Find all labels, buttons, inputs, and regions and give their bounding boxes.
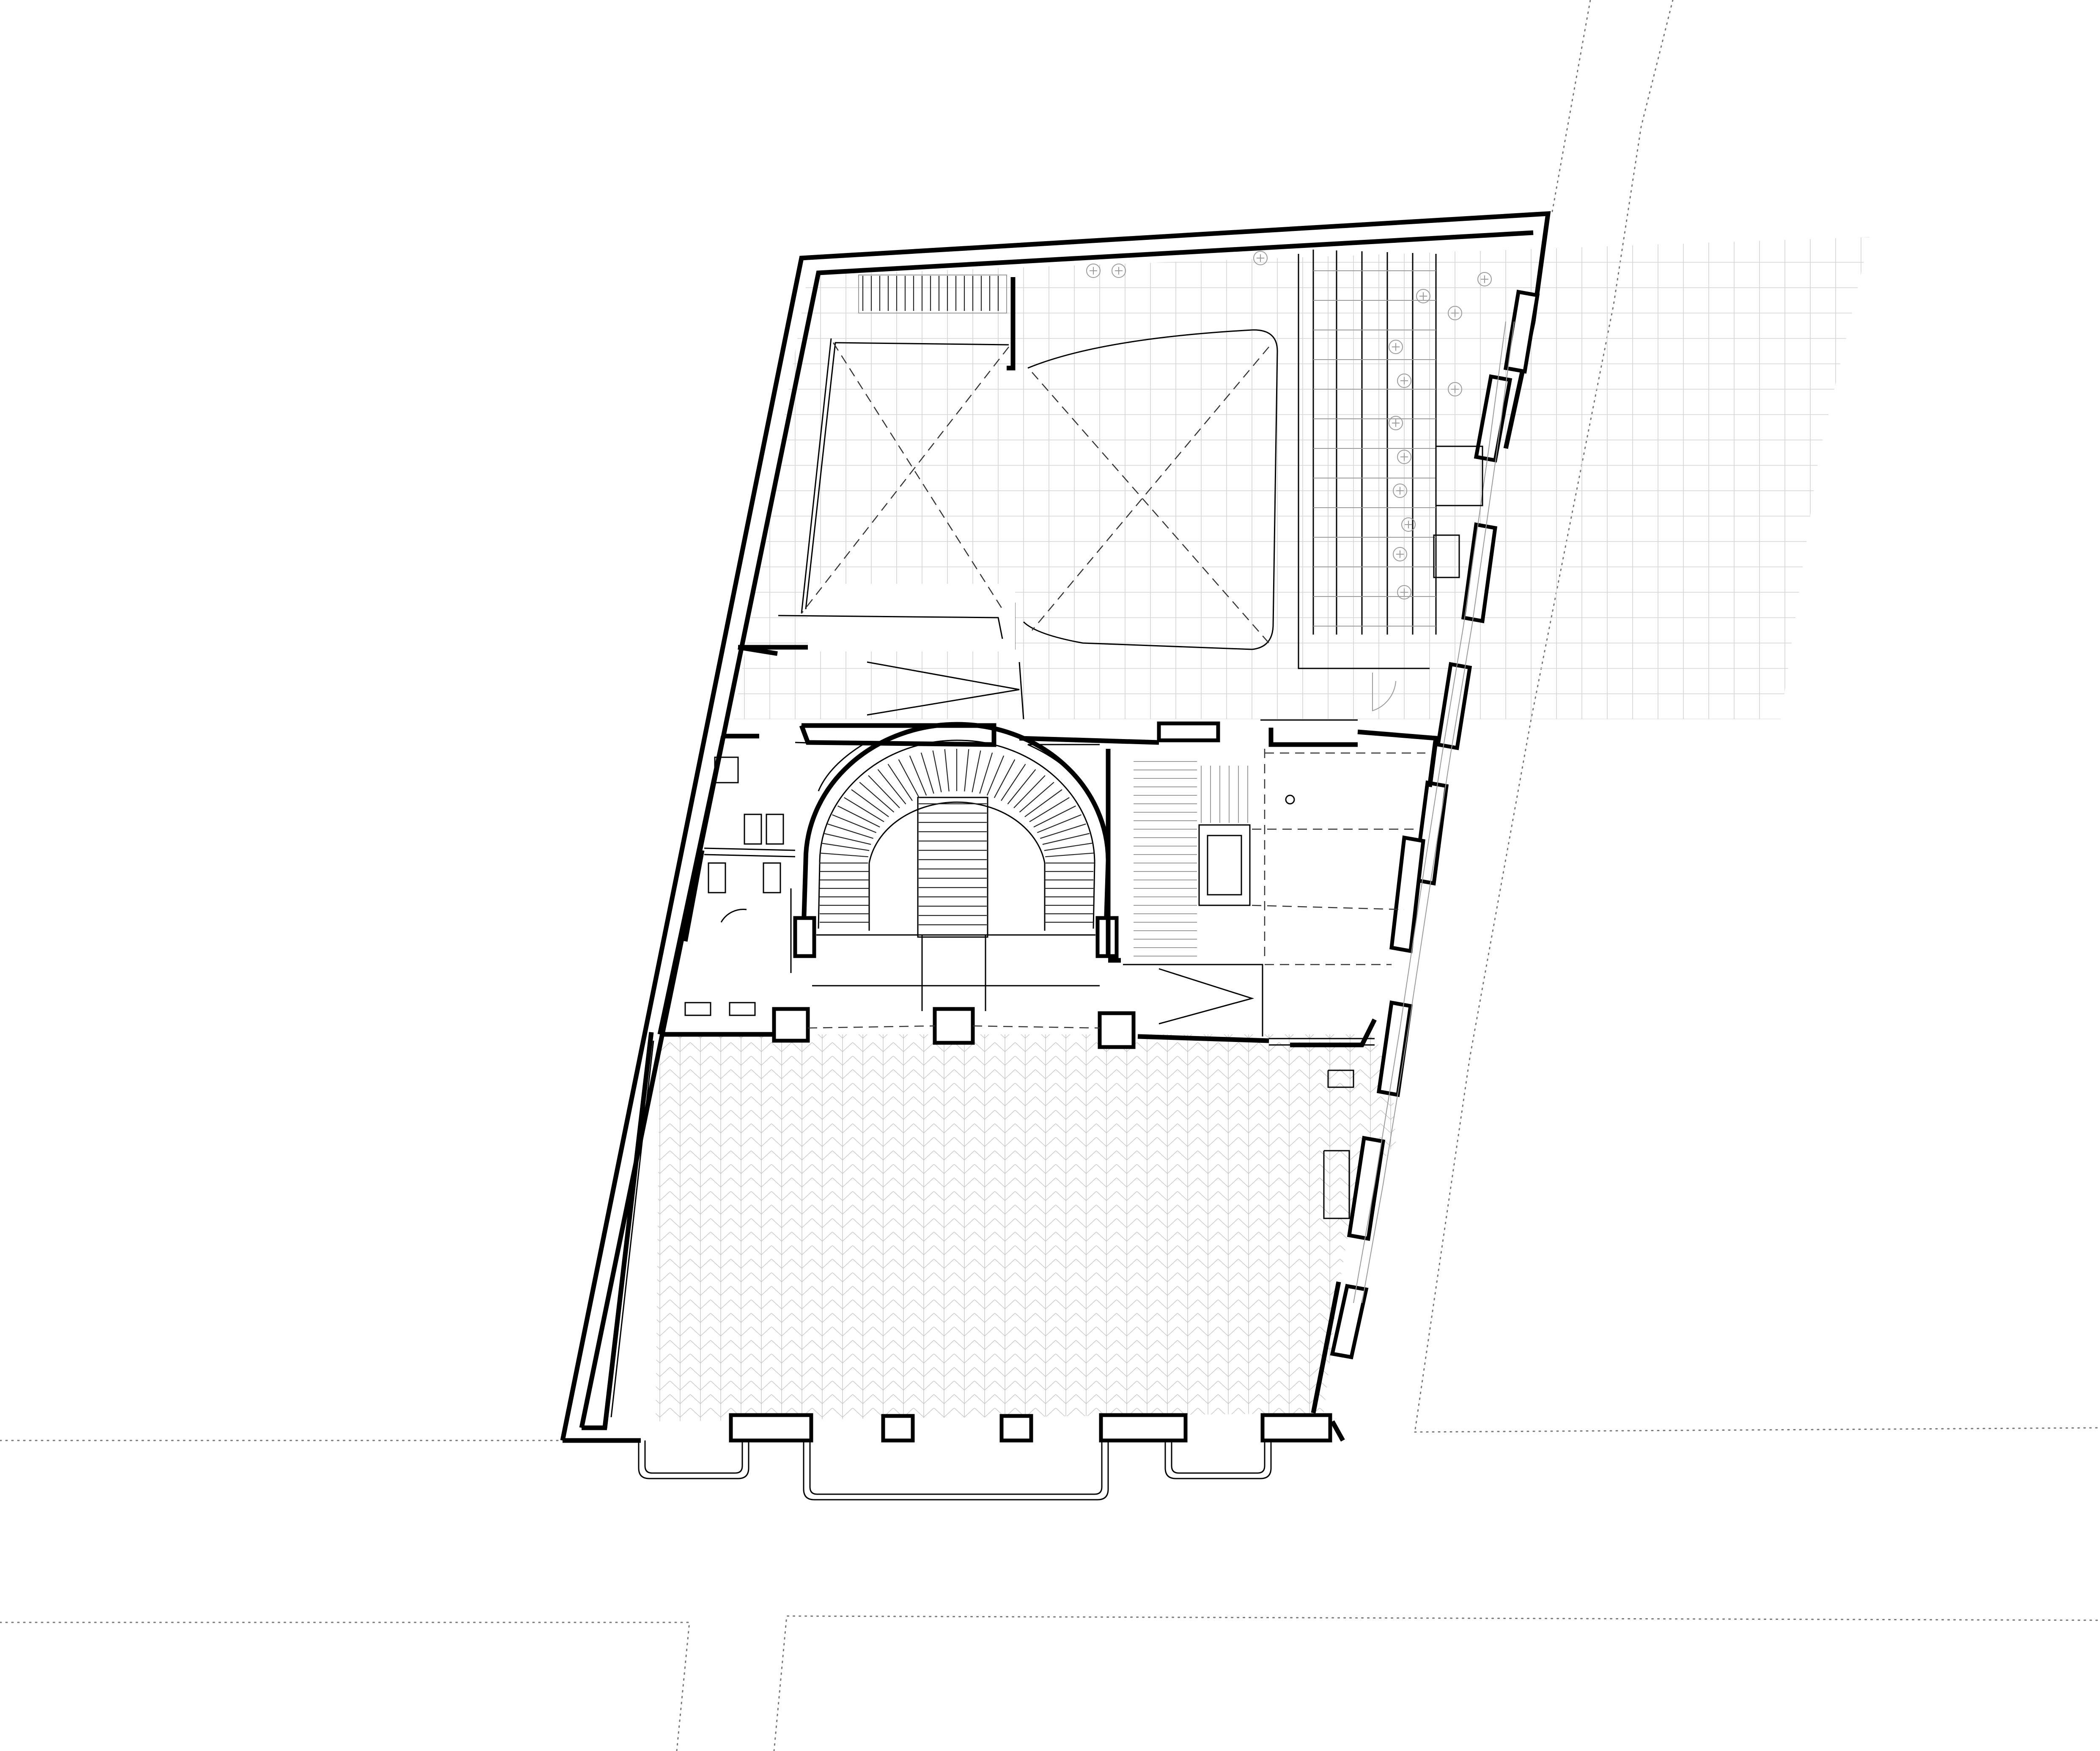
- plant-marker-cross: [1405, 521, 1412, 528]
- plant-marker-cross: [1419, 292, 1427, 300]
- stair-tread: [920, 752, 934, 794]
- plant-marker: [1393, 484, 1407, 498]
- stair-tread: [932, 750, 942, 792]
- facade-pier: [1503, 289, 1540, 374]
- stair-tread: [1024, 789, 1062, 817]
- facade-glazing-line: [1353, 321, 1506, 1303]
- plant-marker: [1448, 306, 1462, 320]
- stepped-seating: [1086, 250, 1492, 712]
- stair-tread: [851, 789, 889, 817]
- facade-pier: [1330, 1284, 1369, 1360]
- parquet-floor-hall: [656, 1034, 1396, 1421]
- stair-tread: [909, 755, 927, 796]
- plant-marker: [1477, 272, 1492, 286]
- stair-tread: [887, 764, 913, 801]
- plant-marker: [1397, 585, 1411, 599]
- counter-small: [1433, 534, 1460, 578]
- plant-marker-cross: [1115, 267, 1123, 275]
- stair-tread: [824, 833, 871, 845]
- door-swing: [1372, 673, 1396, 712]
- stair-tread: [1040, 823, 1086, 839]
- south-facade-piers: [638, 1413, 1332, 1501]
- plant-marker-cross: [1400, 377, 1408, 385]
- stair-tread: [1019, 782, 1054, 813]
- stair-tread: [827, 823, 873, 839]
- stair-tread: [821, 843, 870, 851]
- plant-marker: [1397, 374, 1411, 388]
- stair-tread: [964, 749, 969, 792]
- stair-tread: [1044, 843, 1093, 851]
- stair-tread: [1001, 764, 1026, 801]
- east-inner-walls: [1290, 1018, 1377, 1219]
- plant-marker-cross: [1392, 343, 1400, 351]
- plant-marker-cross: [1396, 487, 1404, 495]
- stair-tread: [1007, 769, 1036, 805]
- tiled-floor-top: [734, 237, 1869, 719]
- top-rooms: [738, 275, 1278, 720]
- plant-marker: [1253, 251, 1268, 265]
- stair-tread: [820, 852, 868, 858]
- grand-stair: [793, 722, 1119, 958]
- columns: [772, 934, 1136, 1049]
- plant-marker-cross: [1392, 419, 1400, 427]
- stair-tread: [979, 752, 993, 794]
- facade-glazing-line: [1362, 321, 1515, 1303]
- plant-marker-cross: [1090, 267, 1097, 275]
- stair-tread: [944, 749, 950, 792]
- stair-tread: [986, 755, 1005, 796]
- plant-marker-cross: [1396, 550, 1404, 558]
- stair-tread: [1033, 805, 1076, 827]
- plant-marker: [1389, 416, 1403, 430]
- seating-edge: [1298, 254, 1430, 669]
- facade-pier: [1389, 835, 1425, 954]
- plant-marker-cross: [1257, 254, 1264, 262]
- east-facade-piers: [1330, 289, 1540, 1360]
- hall-walls: [602, 1032, 1341, 1428]
- stair-tread: [837, 805, 880, 827]
- stair-tread: [1037, 814, 1082, 833]
- plant-marker-cross: [1400, 588, 1408, 596]
- stair-tread: [868, 775, 900, 808]
- stair-tread: [859, 782, 895, 813]
- plant-marker: [1397, 450, 1411, 464]
- counter: [1435, 445, 1483, 506]
- plant-marker: [1416, 289, 1430, 303]
- service-stair: [1106, 749, 1425, 1036]
- plant-marker: [1393, 547, 1407, 561]
- facade-pier: [1376, 1000, 1413, 1097]
- middle-walls: [657, 719, 1439, 1046]
- plant-marker: [1448, 382, 1462, 396]
- stair-tread: [1042, 833, 1090, 845]
- plant-marker: [1086, 264, 1101, 278]
- facade-pier: [1347, 1135, 1386, 1241]
- stair-tread: [832, 814, 877, 833]
- stair-tread: [1013, 775, 1046, 808]
- plant-marker-cross: [1400, 453, 1408, 461]
- plant-marker-cross: [1451, 309, 1459, 317]
- stair-tread: [1045, 852, 1094, 858]
- stair-tread: [898, 759, 920, 798]
- stair-tread: [994, 759, 1016, 798]
- plant-marker-cross: [1481, 275, 1488, 283]
- toilet-block: [683, 756, 796, 1016]
- stair-tread: [1029, 797, 1070, 822]
- stair-tread: [972, 750, 981, 792]
- plant-marker: [1389, 340, 1403, 354]
- plant-marker-cross: [1451, 385, 1459, 393]
- stair-tread: [877, 769, 906, 805]
- plant-marker: [1401, 517, 1416, 532]
- plant-marker: [1112, 264, 1126, 278]
- stair-tread: [844, 797, 884, 822]
